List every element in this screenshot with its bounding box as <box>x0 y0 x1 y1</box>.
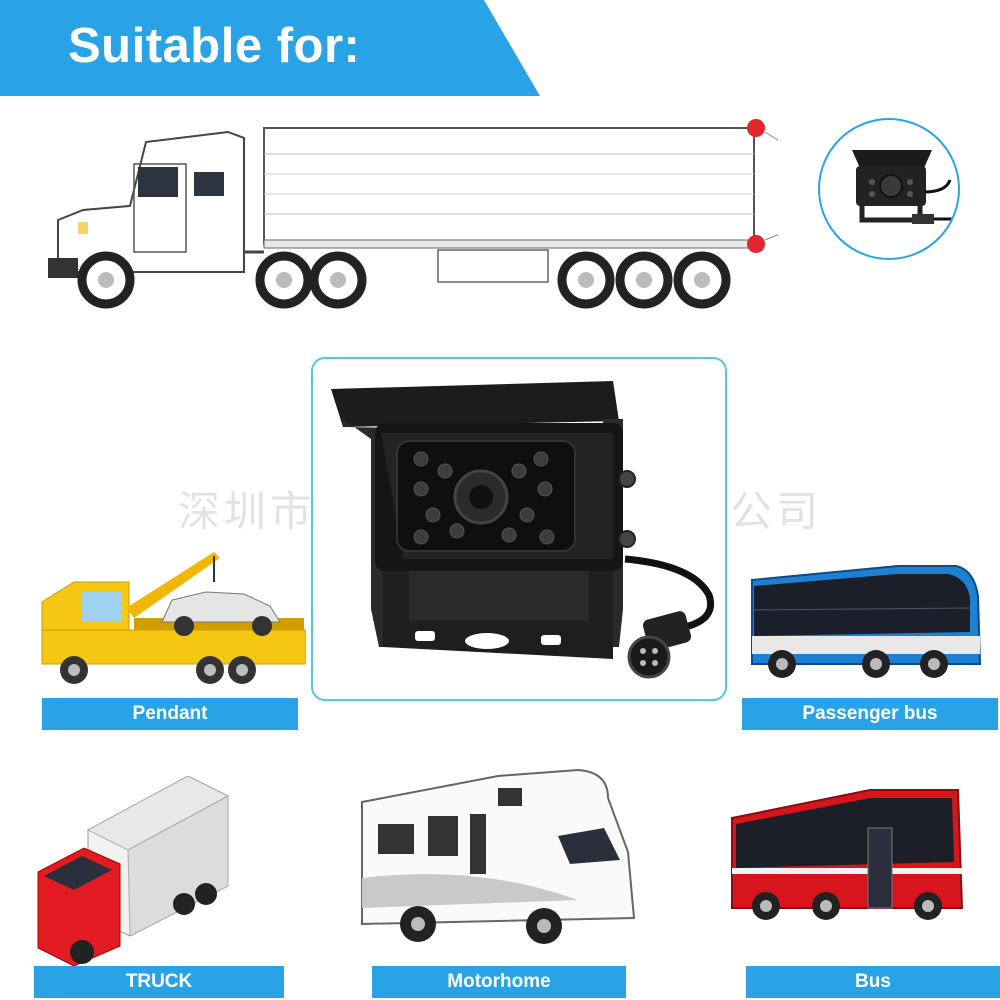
semi-truck-illustration <box>48 119 778 309</box>
header-banner: Suitable for: <box>0 0 540 96</box>
red-truck-illustration <box>37 776 230 966</box>
small-camera-icon <box>852 150 956 224</box>
camera-detail-circle <box>818 118 960 260</box>
motorhome-illustration <box>361 768 636 944</box>
label-truck: TRUCK <box>34 966 284 998</box>
label-passenger-bus: Passenger bus <box>742 698 998 730</box>
red-bus-illustration <box>731 789 964 920</box>
label-pendant: Pendant <box>42 698 298 730</box>
rear-view-camera-image <box>331 381 714 679</box>
camera-mount-marker-bottom <box>747 235 765 253</box>
banner-shape <box>0 0 540 96</box>
label-motorhome: Motorhome <box>372 966 626 998</box>
label-bus: Bus <box>746 966 1000 998</box>
camera-product-frame <box>311 357 727 701</box>
camera-mount-marker-top <box>747 119 765 137</box>
page-title: Suitable for: <box>68 19 361 73</box>
tow-truck-illustration <box>41 552 306 684</box>
passenger-bus-illustration <box>751 565 982 678</box>
